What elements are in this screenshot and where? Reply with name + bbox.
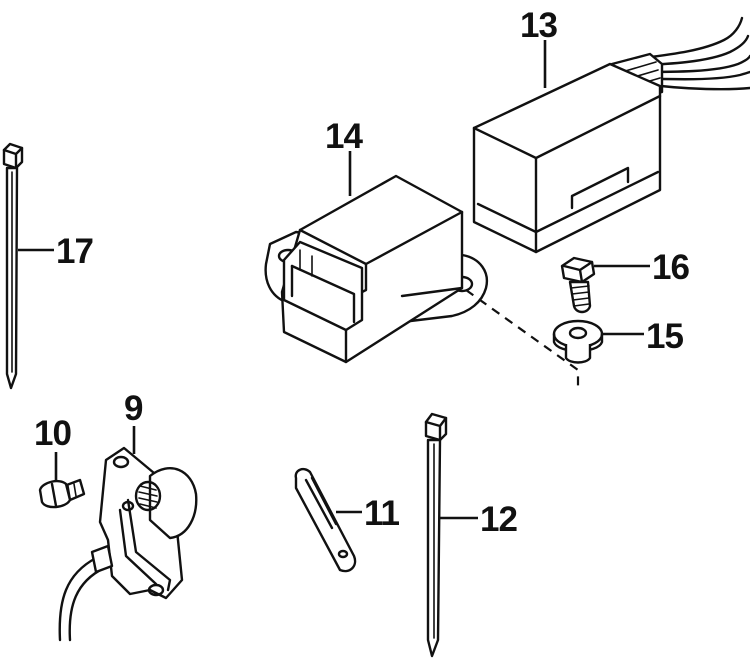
callout-15: 15 (646, 317, 683, 356)
part-17-cable-tie (2, 142, 24, 390)
mounting-centerline (465, 289, 580, 392)
part-10-hex-bolt (38, 478, 86, 509)
callout-11: 11 (364, 494, 400, 533)
callout-14: 14 (325, 117, 363, 156)
callout-9: 9 (124, 389, 143, 428)
part-14-control-unit (264, 174, 489, 364)
leader-lines (18, 40, 650, 520)
callout-13: 13 (520, 6, 557, 45)
callout-12: 12 (480, 500, 517, 539)
part-9-sensor-bracket (58, 446, 198, 642)
callout-10: 10 (34, 414, 71, 453)
part-12-cable-tie (424, 412, 448, 658)
callout-labels: 13 14 16 15 17 9 10 11 12 (34, 6, 690, 539)
callout-17: 17 (56, 232, 93, 271)
part-15-collar (552, 319, 604, 364)
callout-16: 16 (652, 248, 689, 287)
part-13-connector-module (472, 16, 750, 254)
part-16-bolt (560, 256, 596, 314)
part-11-clamp-strap (294, 467, 357, 573)
